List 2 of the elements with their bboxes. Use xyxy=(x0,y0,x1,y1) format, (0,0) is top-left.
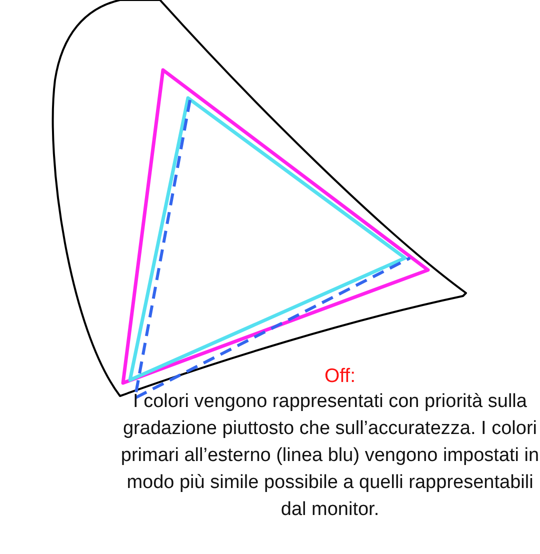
heading-label: Off: xyxy=(323,364,357,389)
description-paragraph: I colori vengono rappresentati con priorità sulla gradazione piuttosto che sull’accuratezza. I colori primari all’esterno (linea blu) vengono impostati in modo più simile possibile a quelli rappresentabili dal monitor. xyxy=(120,390,540,522)
